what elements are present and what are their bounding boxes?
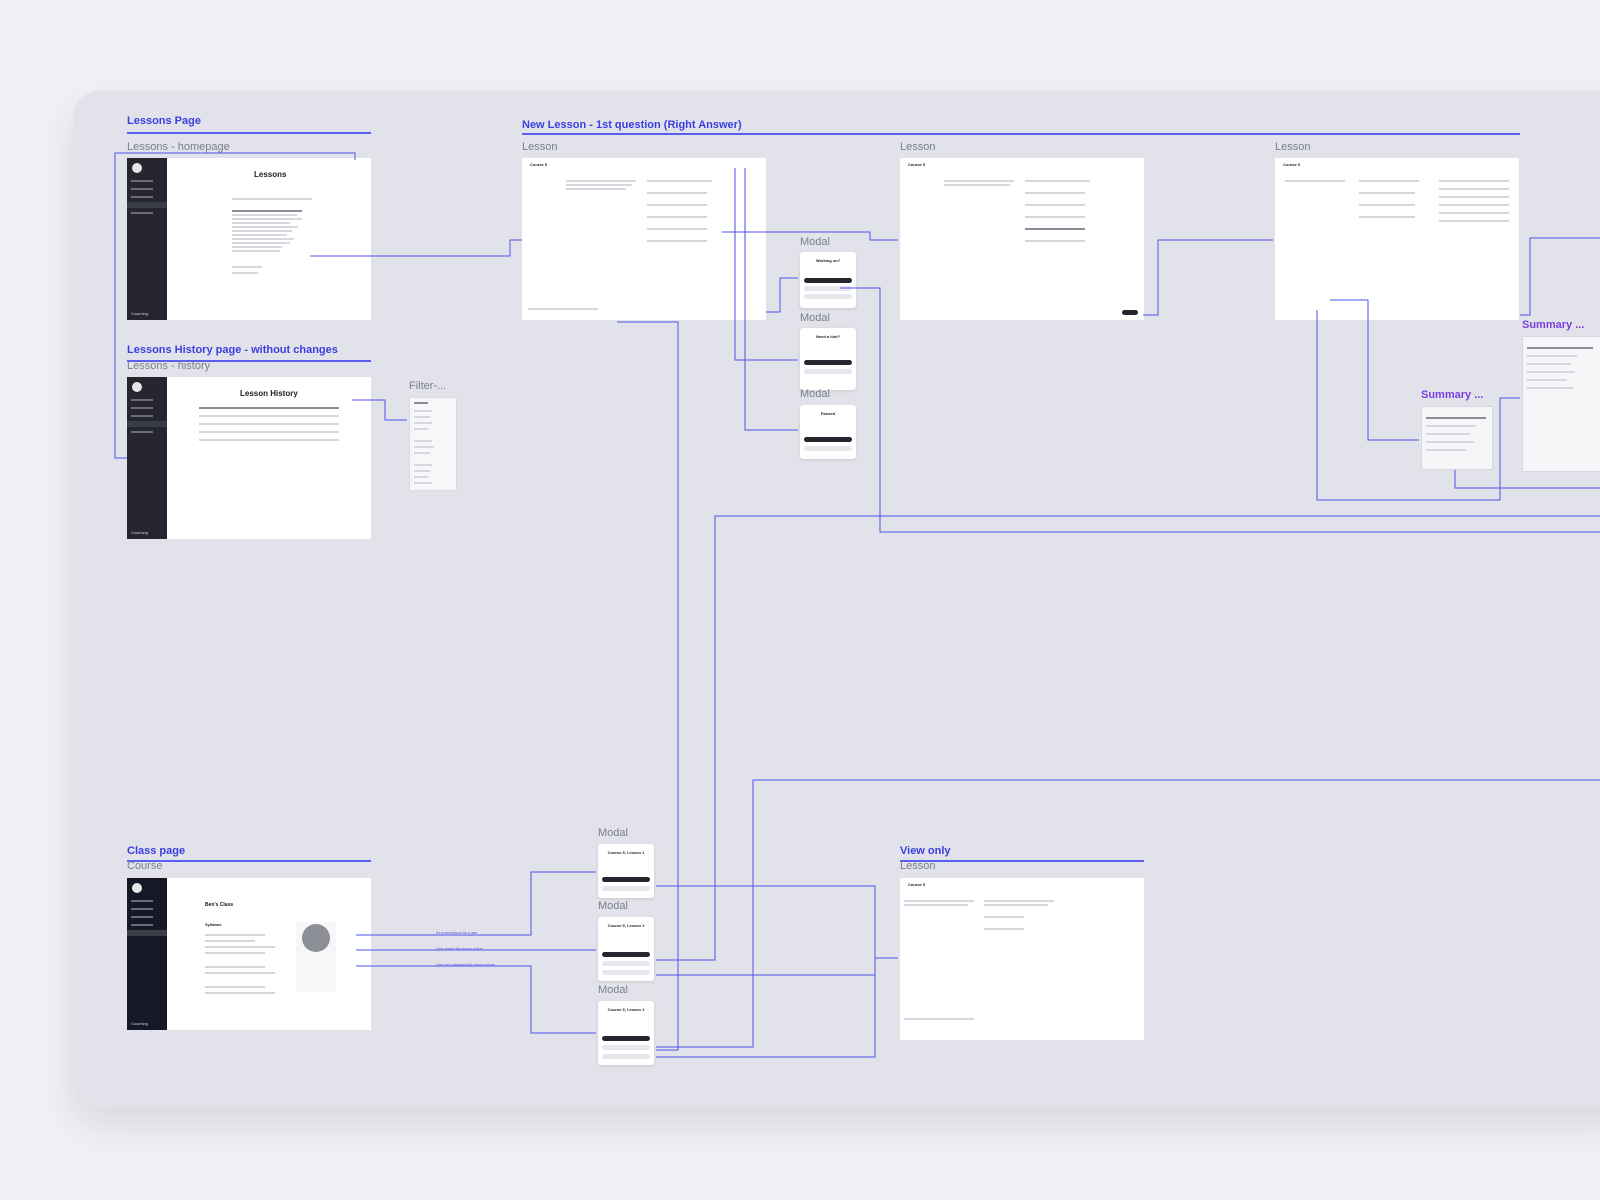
lesson-frame-3[interactable]: Course 5	[1275, 158, 1519, 320]
lesson-frame-label: Lesson	[1275, 141, 1311, 153]
brand-label: Coaching	[131, 311, 148, 316]
hint-modal[interactable]: Need a hint?	[800, 328, 856, 390]
submit-button[interactable]	[1122, 310, 1138, 315]
course-title: Course 5	[1283, 162, 1301, 167]
lessons-homepage-frame[interactable]: Coaching Lessons	[127, 158, 371, 320]
section-divider	[127, 132, 371, 134]
brand-label: Coaching	[131, 1021, 148, 1026]
secondary-button[interactable]	[602, 1045, 650, 1050]
modal-label: Modal	[800, 388, 830, 400]
view-only-frame[interactable]: Course 5	[900, 878, 1144, 1040]
course-lesson-modal[interactable]: Course 5, Lesson 1	[598, 844, 654, 898]
lesson-frame-1[interactable]: Course 5	[522, 158, 766, 320]
primary-button[interactable]	[804, 278, 852, 283]
summary-card[interactable]	[1522, 336, 1600, 472]
syllabus-heading: Syllabus	[205, 922, 222, 927]
history-label: Lessons - history	[127, 360, 211, 372]
modal-label: Modal	[598, 984, 628, 996]
secondary-button[interactable]	[602, 886, 650, 891]
modal-title: Working on?	[815, 258, 841, 263]
modal-title: Need a hint?	[815, 334, 840, 339]
flow-note: User started the lesson before	[436, 947, 483, 951]
logo-icon	[132, 883, 142, 893]
summary-label: Summary ...	[1522, 319, 1585, 331]
lessons-heading: Lessons	[254, 170, 287, 179]
modal-title: Course 5, Lesson 1	[607, 923, 645, 928]
primary-button[interactable]	[804, 360, 852, 365]
sidebar: Coaching	[127, 158, 167, 320]
lessons-page-title: Lessons Page	[127, 115, 201, 127]
secondary-button[interactable]	[804, 369, 852, 374]
history-heading: Lesson History	[240, 389, 298, 398]
teacher-card	[296, 922, 336, 992]
secondary-button[interactable]	[804, 286, 852, 291]
lesson-frame-label: Lesson	[900, 141, 936, 153]
section-divider	[127, 860, 371, 862]
course-lesson-modal[interactable]: Course 5, Lesson 1	[598, 1001, 654, 1065]
modal-label: Modal	[598, 827, 628, 839]
course-title: Course 5	[908, 162, 926, 167]
summary-label: Summary ...	[1421, 389, 1484, 401]
summary-card[interactable]	[1421, 406, 1493, 470]
course-label: Course	[127, 860, 163, 872]
paused-modal[interactable]: Paused	[800, 405, 856, 459]
resume-button[interactable]	[804, 437, 852, 442]
flow-note: User has completed the lesson before	[436, 963, 495, 967]
lesson-label: Lesson	[900, 860, 936, 872]
modal-title: Paused	[820, 411, 836, 416]
lessons-history-frame[interactable]: Coaching Lesson History	[127, 377, 371, 539]
class-page-title: Class page	[127, 845, 186, 857]
tertiary-button[interactable]	[602, 970, 650, 975]
modal-title: Course 5, Lesson 1	[607, 850, 645, 855]
view-only-title: View only	[900, 845, 951, 857]
new-lesson-title: New Lesson - 1st question (Right Answer)	[522, 119, 742, 131]
logo-icon	[132, 163, 142, 173]
history-page-title: Lessons History page - without changes	[127, 344, 338, 356]
sidebar: Coaching	[127, 878, 167, 1030]
section-divider	[900, 860, 1144, 862]
start-lesson-button[interactable]	[602, 1036, 650, 1041]
tertiary-button[interactable]	[804, 294, 852, 299]
lesson-frame-2[interactable]: Course 5	[900, 158, 1144, 320]
sidebar: Coaching	[127, 377, 167, 539]
continue-lesson-button[interactable]	[602, 952, 650, 957]
section-divider	[522, 133, 1520, 135]
working-modal[interactable]: Working on?	[800, 252, 856, 308]
modal-title: Course 5, Lesson 1	[607, 1007, 645, 1012]
secondary-button[interactable]	[804, 446, 852, 451]
filter-label: Filter-...	[409, 380, 447, 392]
class-heading: Ben's Class	[205, 902, 234, 908]
start-lesson-button[interactable]	[602, 877, 650, 882]
brand-label: Coaching	[131, 530, 148, 535]
tertiary-button[interactable]	[602, 1054, 650, 1059]
course-title: Course 5	[530, 162, 548, 167]
modal-label: Modal	[800, 312, 830, 324]
modal-label: Modal	[800, 236, 830, 248]
course-lesson-modal[interactable]: Course 5, Lesson 1	[598, 917, 654, 981]
filter-panel[interactable]	[409, 397, 457, 491]
secondary-button[interactable]	[602, 961, 650, 966]
avatar	[302, 924, 330, 952]
lesson-frame-label: Lesson	[522, 141, 558, 153]
course-title: Course 5	[908, 882, 926, 887]
logo-icon	[132, 382, 142, 392]
flow-note: It's a new lesson for a user	[436, 931, 478, 935]
lessons-homepage-label: Lessons - homepage	[127, 141, 230, 153]
modal-label: Modal	[598, 900, 628, 912]
class-page-frame[interactable]: Coaching Ben's Class Syllabus	[127, 878, 371, 1030]
